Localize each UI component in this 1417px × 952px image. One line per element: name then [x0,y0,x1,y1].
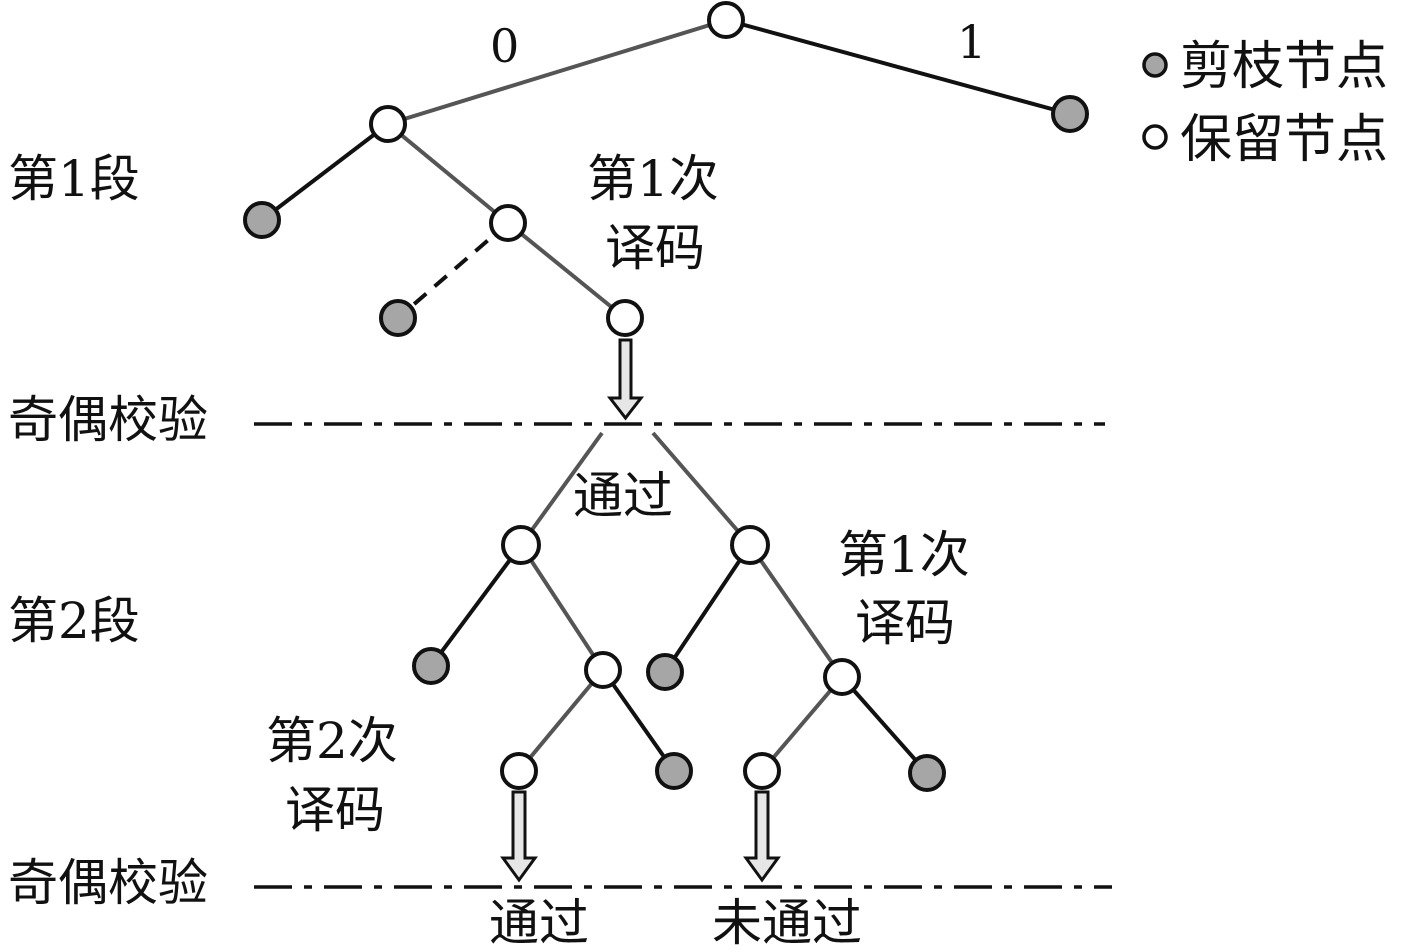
arrows [500,338,781,883]
tree-edges [260,18,1071,775]
pass-label-1: 通过 [573,467,673,525]
edge-root-right [725,18,1071,116]
parity-check-label-2: 奇偶校验 [8,854,208,912]
legend: 剪枝节点 保留节点 [1142,37,1388,170]
edge-pass-left [519,431,604,547]
decode-2-stage2-line1: 第2次 [266,712,398,770]
branch-label-one: 1 [957,15,986,69]
kept-node-a [501,525,541,565]
edge-l2-left-dashed [396,221,510,320]
decode-1-stage2-line2: 译码 [855,594,955,652]
pruned-node-d-right [908,754,946,792]
edge-d-right [840,675,929,775]
branch-label-zero: 0 [490,19,519,73]
edge-root-left [387,18,727,126]
kept-node-d-left [743,752,781,790]
pass-label-2: 通过 [489,894,589,952]
decode-1-stage1-line2: 译码 [605,219,705,277]
edge-l2-right [506,221,627,320]
down-arrow-fail [743,790,781,883]
kept-node-l2 [489,204,527,242]
edge-a-left [429,543,523,668]
parity-check-label-1: 奇偶校验 [8,391,208,449]
kept-node-b [730,525,770,565]
edge-b-left [663,543,752,674]
edge-c-right [601,668,676,773]
kept-node-d [823,658,861,696]
kept-node-c [584,651,622,689]
legend-kept-label: 保留节点 [1180,110,1388,170]
legend-pruned-label: 剪枝节点 [1180,37,1388,97]
edge-pass-right [651,431,752,547]
edge-a-right [519,543,605,672]
decode-1-stage1-line1: 第1次 [587,150,719,208]
legend-kept-marker [1142,124,1168,150]
pruned-node-l2-left [379,299,417,337]
down-arrow-pass [500,790,538,883]
pruned-node-l1-left [243,201,281,239]
stage-2-label: 第2段 [8,592,140,650]
fail-label: 未通过 [712,894,862,952]
edge-b-right [748,543,844,679]
edge-d-left [760,675,844,773]
tree-nodes [243,1,1089,792]
edge-l1-left [260,122,390,222]
edge-c-left [517,668,605,773]
pruned-node-c-right [655,752,693,790]
kept-node-root [707,1,745,39]
stage-1-label: 第1段 [8,150,140,208]
edge-l1-right [386,122,510,225]
pruned-node-root-right [1051,95,1089,133]
down-arrow-stage1 [606,338,645,421]
kept-node-c-left [500,752,538,790]
legend-pruned-marker [1142,52,1168,78]
decode-1-stage2-line1: 第1次 [838,526,970,584]
kept-node-l1 [369,105,407,143]
pruned-node-b-left [646,653,684,691]
pruned-node-a-left [412,647,450,685]
kept-node-l3 [606,299,644,337]
decode-2-stage2-line2: 译码 [285,781,385,839]
